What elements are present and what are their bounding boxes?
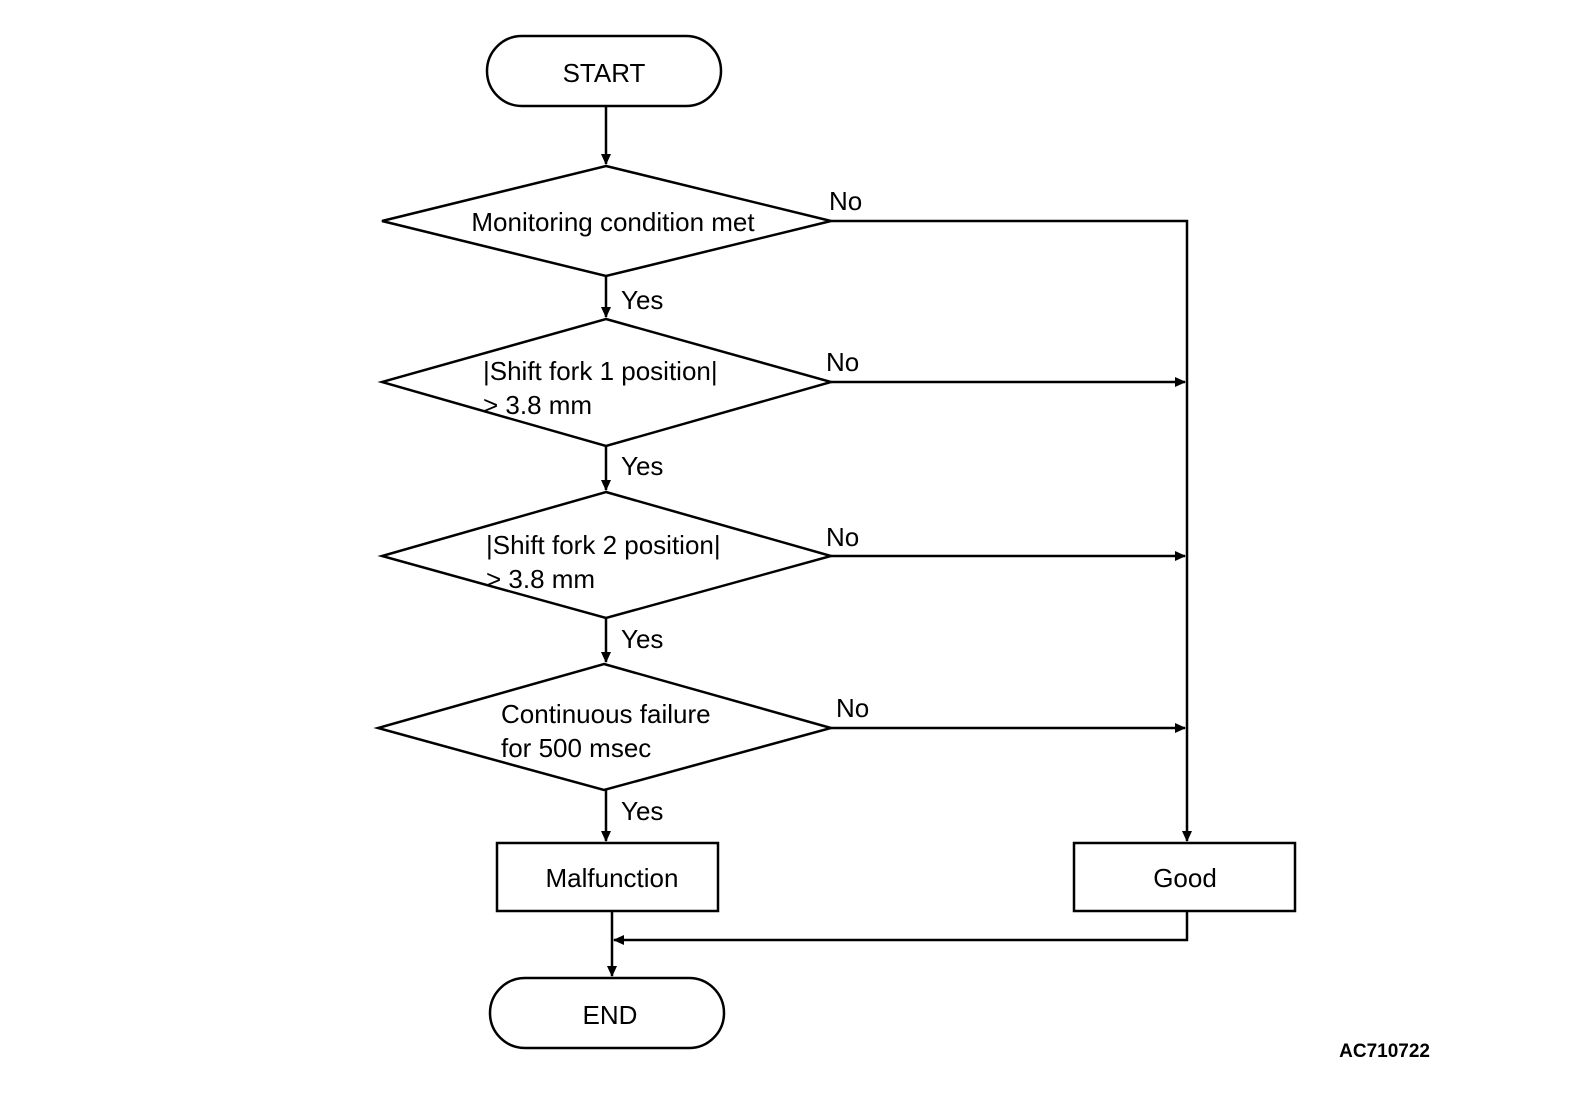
decision-3-no-label: No <box>826 522 859 552</box>
decision-4-text-line2: for 500 msec <box>501 733 651 763</box>
decision-1-yes-label: Yes <box>621 285 663 315</box>
end-label: END <box>583 1000 638 1030</box>
malfunction-label: Malfunction <box>546 863 679 893</box>
end-terminal <box>488 976 726 1050</box>
decision-4-yes-label: Yes <box>621 796 663 826</box>
arrow-d1-no-to-good <box>831 219 1192 842</box>
decision-4-text-line1: Continuous failure <box>501 699 711 729</box>
decision-1-no-label: No <box>829 186 862 216</box>
arrow-good-to-end-path <box>613 911 1189 945</box>
good-label: Good <box>1153 863 1217 893</box>
good-box <box>1072 841 1297 913</box>
decision-3-text-line1: |Shift fork 2 position| <box>486 530 721 560</box>
decision-2-no-label: No <box>826 347 859 377</box>
decision-4-diamond <box>373 662 836 792</box>
decision-2-text-line1: |Shift fork 1 position| <box>483 356 718 386</box>
figure-code: AC710722 <box>1339 1041 1430 1062</box>
start-label: START <box>563 58 646 88</box>
start-terminal <box>485 34 723 108</box>
decision-4-no-label: No <box>836 693 869 723</box>
decision-3-text-line2: > 3.8 mm <box>486 564 595 594</box>
decision-2-yes-label: Yes <box>621 451 663 481</box>
decision-3-yes-label: Yes <box>621 624 663 654</box>
malfunction-box <box>495 841 720 913</box>
decision-1-text: Monitoring condition met <box>471 207 755 237</box>
decision-2-text-line2: > 3.8 mm <box>483 390 592 420</box>
